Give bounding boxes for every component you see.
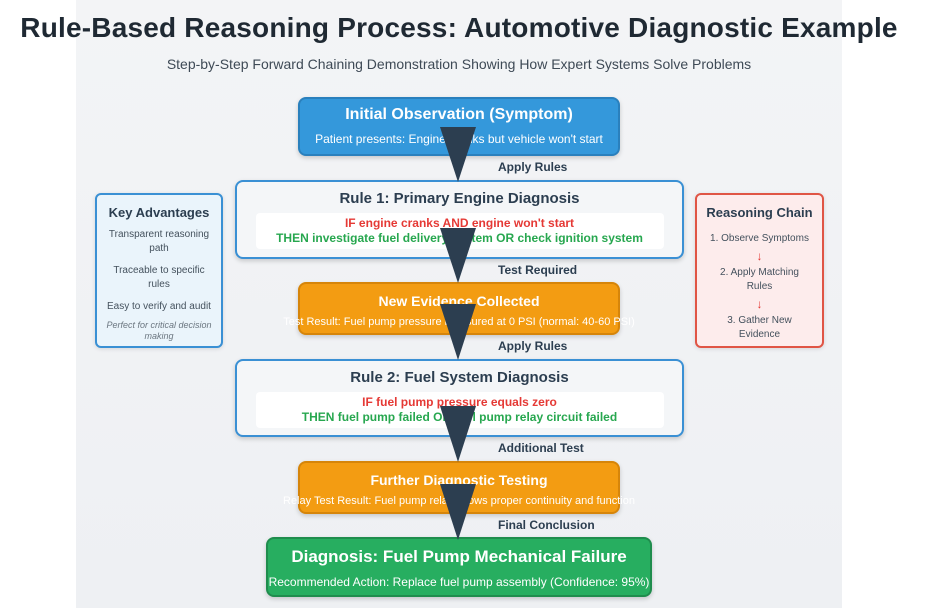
- flow-arrow-5: [440, 484, 476, 540]
- page-title: Rule-Based Reasoning Process: Automotive…: [20, 12, 898, 43]
- rule1-title: Rule 1: Primary Engine Diagnosis: [339, 190, 580, 207]
- rule2-if: IF fuel pump pressure equals zero: [362, 395, 557, 409]
- diagnosis-title: Diagnosis: Fuel Pump Mechanical Failure: [291, 547, 627, 566]
- flow-arrow-1: [440, 127, 476, 182]
- flow-arrow-2: [440, 228, 476, 283]
- testing-title: Further Diagnostic Testing: [370, 472, 548, 488]
- edge-label-final-conclusion: Final Conclusion: [498, 518, 595, 532]
- reasoning-chain-title: Reasoning Chain: [706, 205, 813, 220]
- advantage-item: Transparent reasoning path: [108, 229, 210, 254]
- flow-arrow-3: [440, 304, 476, 360]
- chain-step: 1. Observe Symptoms: [710, 233, 809, 244]
- advantages-note: Perfect for critical decision making: [106, 320, 212, 341]
- chain-down-arrow: ↓: [756, 249, 763, 263]
- edge-label-additional-test: Additional Test: [498, 441, 584, 455]
- chain-step: 3. Gather New Evidence: [727, 315, 792, 340]
- rule1-if: IF engine cranks AND engine won't start: [344, 216, 575, 230]
- diagnosis-text: Recommended Action: Replace fuel pump as…: [268, 575, 650, 589]
- chain-down-arrow: ↓: [756, 297, 763, 311]
- key-advantages-panel: Key Advantages Transparent reasoning pat…: [95, 193, 223, 348]
- chain-step: 2. Apply Matching Rules: [720, 267, 799, 292]
- flow-arrow-4: [440, 406, 476, 462]
- observation-title: Initial Observation (Symptom): [345, 106, 573, 123]
- edge-label-apply-rules-2: Apply Rules: [498, 339, 568, 353]
- edge-label-apply-rules-1: Apply Rules: [498, 160, 568, 174]
- page-subtitle: Step-by-Step Forward Chaining Demonstrat…: [166, 56, 752, 72]
- edge-label-test-required: Test Required: [498, 263, 578, 277]
- evidence-title: New Evidence Collected: [378, 293, 540, 309]
- advantage-item: Traceable to specific rules: [113, 265, 205, 290]
- rule2-title: Rule 2: Fuel System Diagnosis: [350, 369, 569, 386]
- reasoning-chain-panel: Reasoning Chain 1. Observe Symptoms ↓ 2.…: [695, 193, 824, 348]
- diagnosis-box: Diagnosis: Fuel Pump Mechanical Failure …: [266, 537, 652, 597]
- advantage-item: Easy to verify and audit: [107, 301, 211, 312]
- key-advantages-title: Key Advantages: [108, 205, 210, 220]
